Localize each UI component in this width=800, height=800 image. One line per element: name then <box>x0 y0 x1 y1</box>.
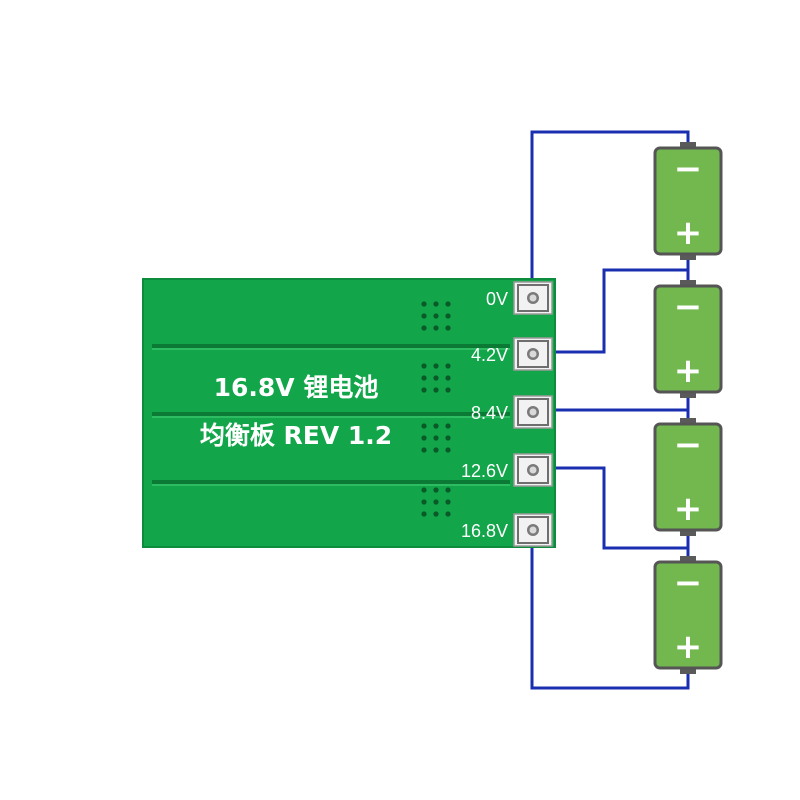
battery-minus-icon: − <box>674 149 703 189</box>
wire-12-6v <box>538 466 688 550</box>
pad-4-2v <box>513 337 553 371</box>
wiring <box>530 130 690 690</box>
battery-4: − + <box>653 556 723 674</box>
pad-labels: 0V 4.2V 8.4V 12.6V 16.8V <box>461 289 508 541</box>
battery-minus-icon: − <box>674 563 703 603</box>
pcb-board: 16.8V 锂电池 均衡板 REV 1.2 <box>142 278 556 548</box>
pcb-edge <box>142 278 556 548</box>
pad-16-8v <box>513 513 553 547</box>
pad-label-16-8v: 16.8V <box>461 521 508 541</box>
pad-label-8-4v: 8.4V <box>471 403 508 423</box>
wire-16-8v <box>530 534 690 690</box>
battery-body <box>653 422 723 532</box>
pad-label-12-6v: 12.6V <box>461 461 508 481</box>
board-title-line1: 16.8V 锂电池 <box>214 373 379 402</box>
via-grid-3 <box>421 423 451 453</box>
via-grid-4 <box>421 487 451 517</box>
wire-4-2v <box>538 268 688 354</box>
pcb-divider-highlights <box>152 348 510 486</box>
battery-minus-icon: − <box>674 287 703 327</box>
pad-8-4v <box>513 395 553 429</box>
solder-pads <box>513 281 553 547</box>
battery-3: − + <box>653 418 723 536</box>
battery-body <box>653 560 723 670</box>
battery-plus-icon: + <box>674 213 703 253</box>
battery-body <box>653 284 723 394</box>
wire-0v <box>530 130 690 294</box>
battery-body <box>653 146 723 256</box>
pad-0v <box>513 281 553 315</box>
battery-plus-icon: + <box>674 627 703 667</box>
battery-plus-icon: + <box>674 351 703 391</box>
board-title-line2: 均衡板 REV 1.2 <box>200 421 392 450</box>
pad-label-0v: 0V <box>486 289 508 309</box>
battery-plus-icon: + <box>674 489 703 529</box>
via-grid-1 <box>421 301 451 331</box>
pad-12-6v <box>513 453 553 487</box>
battery-minus-icon: − <box>674 425 703 465</box>
battery-2: − + <box>653 280 723 398</box>
pcb-divider-lines <box>152 344 510 484</box>
via-grid-2 <box>421 363 451 393</box>
battery-1: − + <box>653 142 723 260</box>
pad-label-4-2v: 4.2V <box>471 345 508 365</box>
